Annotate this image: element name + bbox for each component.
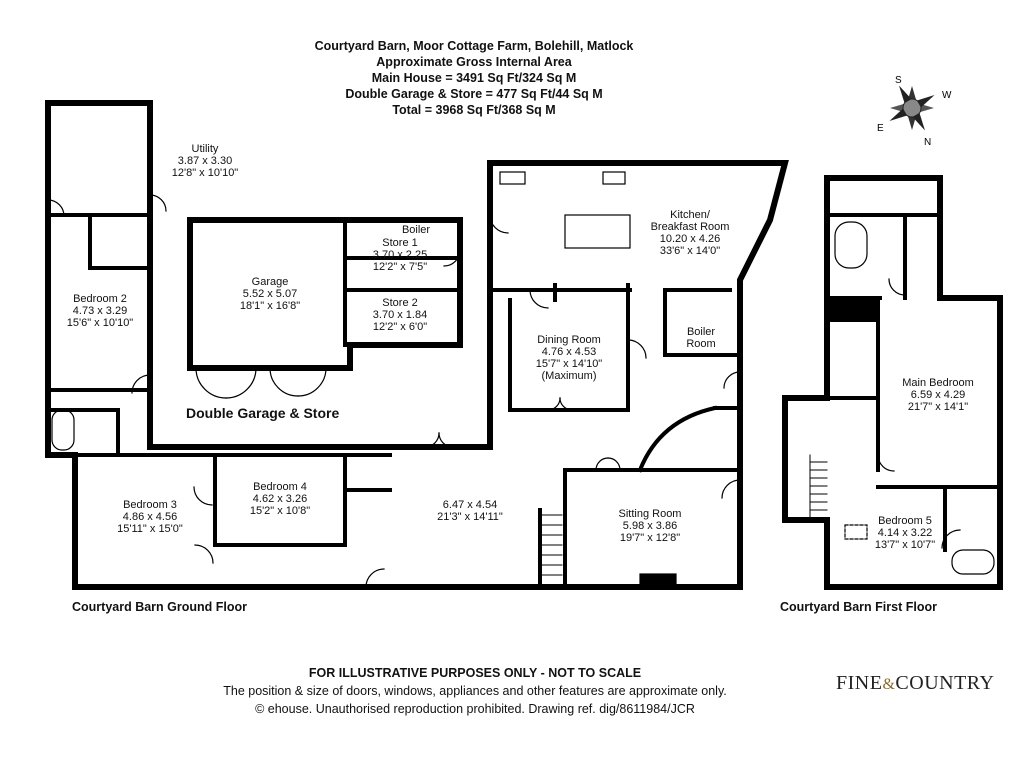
room-imperial: 15'2" x 10'8" <box>249 505 311 517</box>
room-name: Store 2 <box>382 297 418 309</box>
room-metric: 3.70 x 2.25 <box>372 249 428 261</box>
room-name: Dining Room <box>537 334 601 346</box>
room-metric: 4.73 x 3.29 <box>72 305 128 317</box>
first-floor-outer-walls <box>782 175 1003 590</box>
compass-e: E <box>877 123 884 134</box>
disclaimer: FOR ILLUSTRATIVE PURPOSES ONLY - NOT TO … <box>150 664 800 718</box>
room-imperial: 18'1" x 16'8" <box>239 300 301 312</box>
room-imperial: 15'7" x 14'10" <box>535 358 603 370</box>
room-main-bedroom: Main Bedroom 6.59 x 4.29 21'7" x 14'1" <box>883 377 993 413</box>
room-kitchen: Kitchen/ Breakfast Room 10.20 x 4.26 33'… <box>630 209 750 257</box>
room-imperial: 12'2" x 7'5" <box>372 261 428 273</box>
room-store-1: Store 1 3.70 x 2.25 12'2" x 7'5" <box>350 237 450 273</box>
room-garage: Garage 5.52 x 5.07 18'1" x 16'8" <box>215 276 325 312</box>
garage-store-area: Double Garage & Store = 477 Sq Ft/44 Sq … <box>345 87 603 101</box>
ground-floor-interior-walls <box>46 213 742 589</box>
room-metric: 6.47 x 4.54 <box>442 499 498 511</box>
room-name-2: Breakfast Room <box>650 221 730 233</box>
room-imperial: 15'11" x 15'0" <box>117 523 183 535</box>
room-name: Boiler <box>401 224 431 236</box>
room-name: Sitting Room <box>618 508 682 520</box>
room-imperial: 33'6" x 14'0" <box>659 245 721 257</box>
disclaimer-line-3: © ehouse. Unauthorised reproduction proh… <box>255 702 695 716</box>
room-metric: 4.14 x 3.22 <box>877 527 933 539</box>
fixtures <box>47 171 995 588</box>
room-metric: 4.76 x 4.53 <box>541 346 597 358</box>
room-metric: 4.86 x 4.56 <box>122 511 178 523</box>
room-name: Store 1 <box>382 237 418 249</box>
room-imperial: 15'6" x 10'10" <box>66 317 134 329</box>
first-floor-caption: Courtyard Barn First Floor <box>780 600 937 614</box>
area-heading: Approximate Gross Internal Area <box>376 55 572 69</box>
room-metric: 5.98 x 3.86 <box>622 520 678 532</box>
room-utility: Utility 3.87 x 3.30 12'8" x 10'10" <box>150 143 260 179</box>
room-bedroom-4: Bedroom 4 4.62 x 3.26 15'2" x 10'8" <box>225 481 335 517</box>
room-metric: 6.59 x 4.29 <box>910 389 966 401</box>
room-name: Main Bedroom <box>902 377 974 389</box>
room-note: (Maximum) <box>541 370 597 382</box>
room-imperial: 13'7" x 10'7" <box>874 539 936 551</box>
room-metric: 3.87 x 3.30 <box>177 155 233 167</box>
total-area: Total = 3968 Sq Ft/368 Sq M <box>392 103 556 117</box>
room-bedroom-5: Bedroom 5 4.14 x 3.22 13'7" x 10'7" <box>860 515 950 551</box>
room-imperial: 12'8" x 10'10" <box>171 167 239 179</box>
ground-floor-outer-walls <box>45 100 789 590</box>
room-boiler-garage: Boiler <box>396 224 436 236</box>
room-sitting: Sitting Room 5.98 x 3.86 19'7" x 12'8" <box>595 508 705 544</box>
room-imperial: 21'7" x 14'1" <box>907 401 969 413</box>
room-boiler-room: Boiler Room <box>668 326 734 350</box>
room-metric: 4.62 x 3.26 <box>252 493 308 505</box>
disclaimer-line-2: The position & size of doors, windows, a… <box>223 684 727 698</box>
ground-floor-caption: Courtyard Barn Ground Floor <box>72 600 247 614</box>
room-name: Bedroom 2 <box>73 293 127 305</box>
room-metric: 3.70 x 1.84 <box>372 309 428 321</box>
compass-n: N <box>924 137 931 148</box>
room-dining: Dining Room 4.76 x 4.53 15'7" x 14'10" (… <box>512 334 626 382</box>
room-name: Utility <box>191 143 219 155</box>
room-name: Bedroom 3 <box>123 499 177 511</box>
room-name: Bedroom 5 <box>878 515 932 527</box>
room-metric: 5.52 x 5.07 <box>242 288 298 300</box>
main-house-area: Main House = 3491 Sq Ft/324 Sq M <box>371 71 577 85</box>
compass-w: W <box>942 90 952 101</box>
room-name: Kitchen/ <box>670 209 710 221</box>
room-bedroom-3: Bedroom 3 4.86 x 4.56 15'11" x 15'0" <box>90 499 210 535</box>
room-name: Bedroom 4 <box>253 481 307 493</box>
compass-rose-icon <box>889 85 935 131</box>
disclaimer-title: FOR ILLUSTRATIVE PURPOSES ONLY - NOT TO … <box>308 666 642 680</box>
first-floor-interior-walls <box>825 213 1002 552</box>
fine-country-logo: FINE&COUNTRY <box>836 672 995 694</box>
room-bedroom-2: Bedroom 2 4.73 x 3.29 15'6" x 10'10" <box>50 293 150 329</box>
room-imperial: 19'7" x 12'8" <box>619 532 681 544</box>
room-imperial: 12'2" x 6'0" <box>372 321 428 333</box>
room-metric: 10.20 x 4.26 <box>659 233 721 245</box>
room-imperial: 21'3" x 14'11" <box>437 511 503 523</box>
property-address: Courtyard Barn, Moor Cottage Farm, Boleh… <box>314 39 634 53</box>
stairwell-void <box>830 300 876 322</box>
room-name-2: Room <box>686 338 716 350</box>
room-name: Garage <box>251 276 289 288</box>
compass-s: S <box>895 75 902 86</box>
room-hall: 6.47 x 4.54 21'3" x 14'11" <box>420 499 520 523</box>
double-garage-label: Double Garage & Store <box>186 405 340 421</box>
plan-header: Courtyard Barn, Moor Cottage Farm, Boleh… <box>224 38 724 118</box>
room-name: Boiler <box>686 326 716 338</box>
room-store-2: Store 2 3.70 x 1.84 12'2" x 6'0" <box>350 297 450 333</box>
